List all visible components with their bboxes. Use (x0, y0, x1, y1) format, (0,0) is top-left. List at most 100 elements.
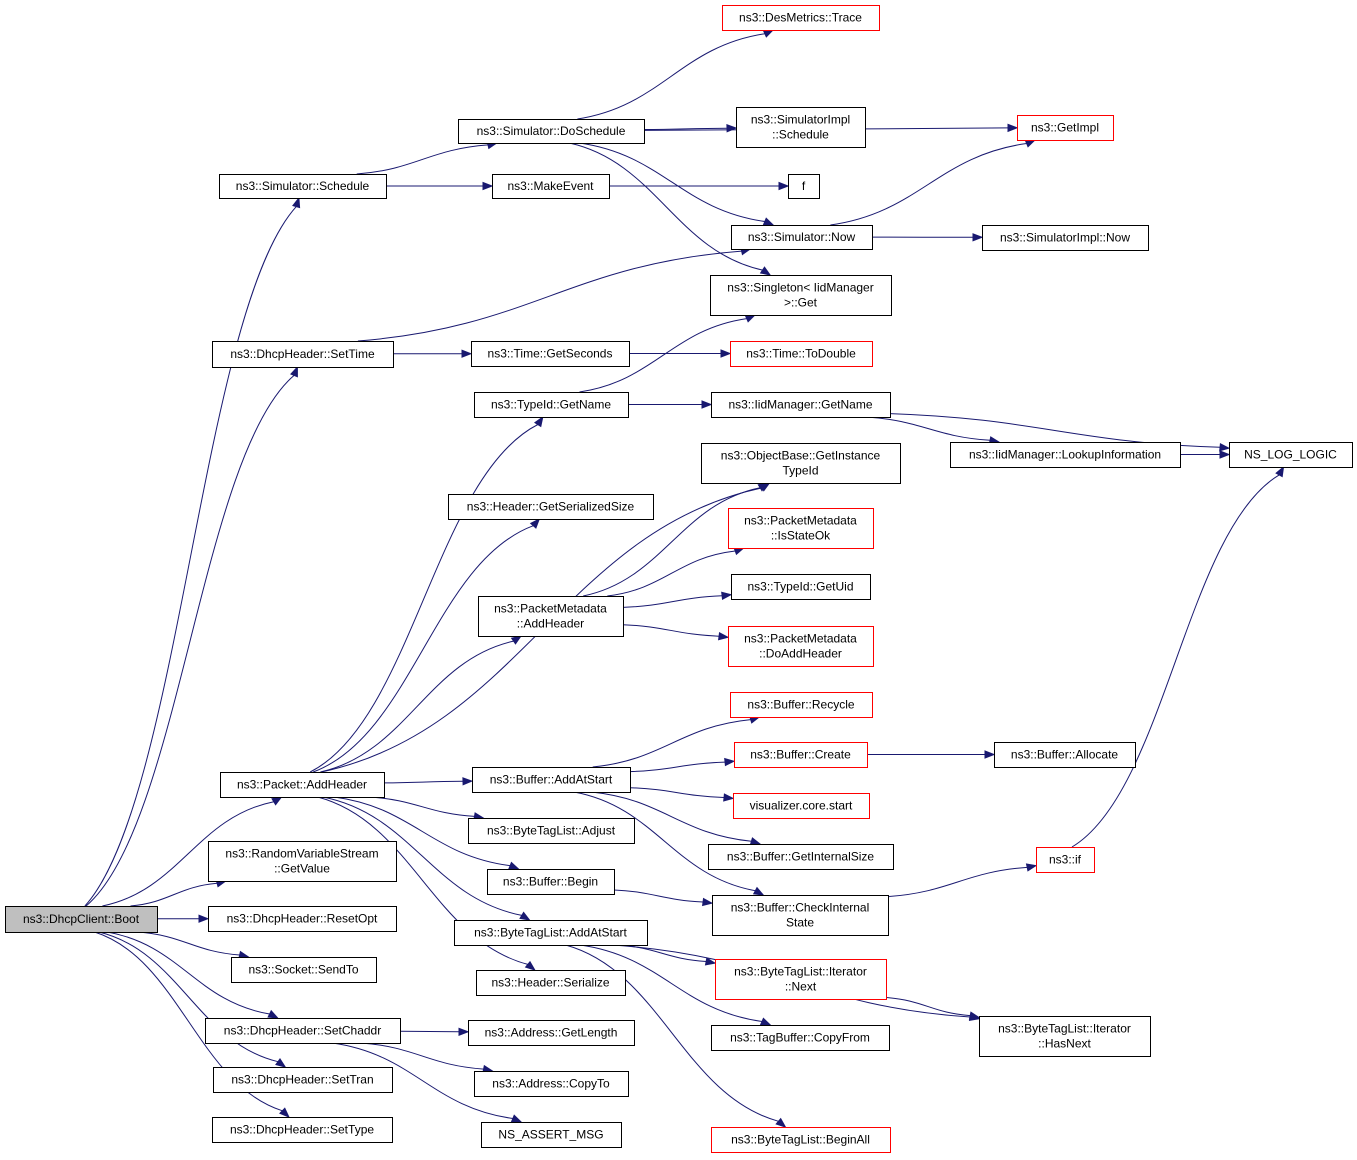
node-pm-addheader[interactable]: ns3::PacketMetadata::AddHeader (478, 596, 624, 637)
node-btl-iter-next[interactable]: ns3::ByteTagList::Iterator::Next (715, 959, 887, 1000)
node-simimpl-now[interactable]: ns3::SimulatorImpl::Now (982, 225, 1149, 251)
node-box (208, 906, 397, 932)
node-label: ns3::Time::ToDouble (746, 347, 856, 361)
call-edge-set_chaddr-to-ns_assert_msg (332, 1042, 523, 1123)
node-box (474, 1071, 629, 1097)
node-label: ns3::TagBuffer::CopyFrom (730, 1031, 870, 1045)
node-label: ns3::TypeId::GetUid (747, 580, 853, 594)
node-buf-begin[interactable]: ns3::Buffer::Begin (487, 869, 615, 895)
node-boot[interactable]: ns3::DhcpClient::Boot (5, 906, 158, 933)
call-edge-boot-to-sendto (138, 931, 250, 960)
node-pkt-addheader[interactable]: ns3::Packet::AddHeader (220, 772, 385, 798)
node-box (734, 742, 868, 768)
node-label: ::DoAddHeader (759, 647, 842, 661)
node-time-todouble[interactable]: ns3::Time::ToDouble (730, 341, 873, 367)
node-box (213, 1067, 393, 1093)
node-label: ns3::TypeId::GetName (491, 398, 611, 412)
node-header-getsersize[interactable]: ns3::Header::GetSerializedSize (448, 494, 654, 520)
node-time-getseconds[interactable]: ns3::Time::GetSeconds (471, 341, 630, 367)
node-set-chaddr[interactable]: ns3::DhcpHeader::SetChaddr (205, 1018, 401, 1044)
node-reset-opt[interactable]: ns3::DhcpHeader::ResetOpt (208, 906, 397, 932)
node-set-type[interactable]: ns3::DhcpHeader::SetType (212, 1117, 393, 1143)
call-edge-do_schedule-to-singleton_get (569, 142, 772, 276)
call-edge-set_time-to-time_getseconds (392, 349, 473, 358)
node-set-tran[interactable]: ns3::DhcpHeader::SetTran (213, 1067, 393, 1093)
node-sim-now[interactable]: ns3::Simulator::Now (731, 225, 873, 250)
node-buf-create[interactable]: ns3::Buffer::Create (734, 742, 868, 768)
node-box (205, 1018, 401, 1044)
node-label: visualizer.core.start (750, 799, 853, 813)
node-label: ns3::ObjectBase::GetInstance (721, 449, 881, 463)
node-box (468, 818, 635, 844)
call-edge-buf_addatstart-to-buf_getinternalsize (591, 791, 762, 846)
node-box (731, 225, 873, 250)
node-btl-iter-hasnext[interactable]: ns3::ByteTagList::Iterator::HasNext (979, 1016, 1151, 1057)
node-box (472, 767, 631, 793)
node-label: ns3::SimulatorImpl::Now (1000, 231, 1130, 245)
node-label: ns3::DhcpHeader::ResetOpt (227, 912, 378, 926)
call-edge-ns3_if-to-ns_log_logic (1071, 465, 1285, 848)
node-buf-addatstart[interactable]: ns3::Buffer::AddAtStart (472, 767, 631, 793)
node-make-event[interactable]: ns3::MakeEvent (492, 174, 610, 199)
node-label: ns3::Simulator::DoSchedule (477, 124, 626, 138)
node-buf-getinternalsize[interactable]: ns3::Buffer::GetInternalSize (708, 844, 894, 870)
node-box (711, 1127, 891, 1153)
node-do-schedule[interactable]: ns3::Simulator::DoSchedule (458, 119, 645, 144)
node-box (1017, 115, 1114, 141)
node-singleton-get[interactable]: ns3::Singleton< IidManager>::Get (710, 275, 892, 316)
node-vis-core-start[interactable]: visualizer.core.start (733, 793, 870, 819)
node-iid-lookupinfo[interactable]: ns3::IidManager::LookupInformation (950, 442, 1181, 468)
node-pm-doaddheader[interactable]: ns3::PacketMetadata::DoAddHeader (728, 626, 874, 667)
node-rvs-getvalue[interactable]: ns3::RandomVariableStream::GetValue (208, 841, 397, 882)
call-edge-buf_begin-to-buf_checkinternalstate (613, 889, 714, 907)
call-edge-iid_lookupinfo-to-ns_log_logic (1179, 450, 1231, 459)
node-label: ns3::ByteTagList::Adjust (487, 824, 616, 838)
nodes-layer: ns3::DhcpClient::Boot ns3::Simulator::Sch… (5, 5, 1353, 1153)
node-label: ns3::DhcpHeader::SetTime (230, 347, 375, 361)
node-label: ::Schedule (772, 128, 829, 142)
node-label: ::Next (785, 980, 817, 994)
node-addr-getlength[interactable]: ns3::Address::GetLength (468, 1020, 635, 1046)
call-edge-sim_schedule-to-make_event (386, 181, 494, 191)
node-buf-recycle[interactable]: ns3::Buffer::Recycle (730, 692, 873, 718)
call-edge-boot-to-reset_opt (156, 914, 210, 923)
node-btl-beginall[interactable]: ns3::ByteTagList::BeginAll (711, 1127, 891, 1153)
node-getimpl[interactable]: ns3::GetImpl (1017, 115, 1114, 141)
node-box (458, 119, 645, 144)
node-set-time[interactable]: ns3::DhcpHeader::SetTime (212, 341, 394, 368)
node-label: ns3::Packet::AddHeader (237, 778, 367, 792)
node-sim-schedule[interactable]: ns3::Simulator::Schedule (219, 174, 387, 199)
node-buf-allocate[interactable]: ns3::Buffer::Allocate (994, 742, 1136, 768)
call-edge-buf_create-to-buf_allocate (867, 750, 996, 759)
node-addr-copyto[interactable]: ns3::Address::CopyTo (474, 1071, 629, 1097)
node-header-serialize[interactable]: ns3::Header::Serialize (476, 970, 626, 996)
node-label: ns3::Buffer::Create (750, 748, 851, 762)
node-ns-assert-msg[interactable]: NS_ASSERT_MSG (481, 1122, 622, 1148)
node-box (474, 392, 629, 418)
node-typeid-getname[interactable]: ns3::TypeId::GetName (474, 392, 629, 418)
call-edge-set_chaddr-to-addr_getlength (399, 1027, 470, 1037)
node-f[interactable]: f (788, 174, 820, 199)
node-btl-addatstart[interactable]: ns3::ByteTagList::AddAtStart (454, 920, 648, 946)
node-ns-log-logic[interactable]: NS_LOG_LOGIC (1229, 442, 1353, 468)
node-tagbuf-copyfrom[interactable]: ns3::TagBuffer::CopyFrom (711, 1025, 890, 1051)
node-ns3-if[interactable]: ns3::if (1036, 847, 1095, 873)
node-pm-isstateok[interactable]: ns3::PacketMetadata::IsStateOk (728, 508, 874, 549)
call-edge-pkt_addheader-to-buf_begin (333, 796, 520, 870)
node-label: ns3::Buffer::AddAtStart (490, 773, 613, 787)
node-sendto[interactable]: ns3::Socket::SendTo (231, 957, 377, 983)
node-box (736, 107, 866, 148)
node-desmetrics-trace[interactable]: ns3::DesMetrics::Trace (722, 5, 880, 31)
node-label: State (786, 916, 814, 930)
call-edge-pm_addheader-to-typeid_getuid (622, 591, 733, 608)
call-edge-btl_addatstart-to-btl_beginall (565, 944, 787, 1128)
node-label: ns3::Buffer::Begin (503, 875, 598, 889)
node-label: ns3::Header::GetSerializedSize (467, 500, 635, 514)
node-typeid-getuid[interactable]: ns3::TypeId::GetUid (731, 574, 871, 600)
node-btl-adjust[interactable]: ns3::ByteTagList::Adjust (468, 818, 635, 844)
node-simimpl-schedule[interactable]: ns3::SimulatorImpl::Schedule (736, 107, 866, 148)
node-iid-getname[interactable]: ns3::IidManager::GetName (711, 392, 891, 418)
node-label: ns3::Buffer::Recycle (747, 698, 854, 712)
